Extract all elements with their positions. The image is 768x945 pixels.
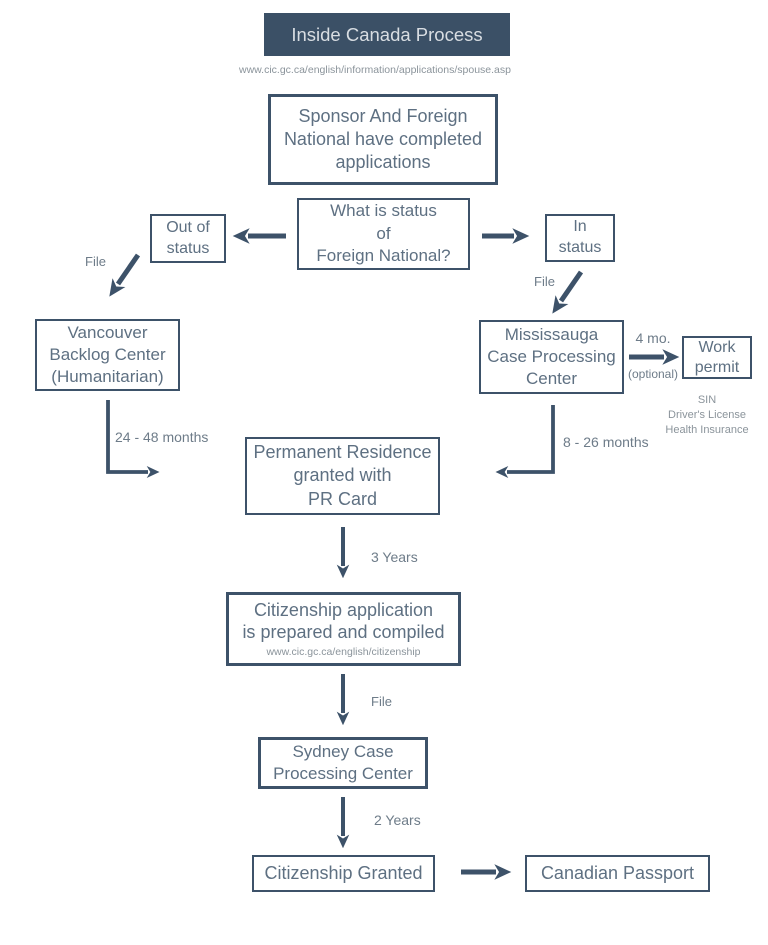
edge-label-file-left: File: [85, 254, 106, 269]
title-banner: Inside Canada Process: [264, 13, 510, 56]
edge-label-8-26-months: 8 - 26 months: [563, 434, 649, 450]
node-sponsor-line2: National have completed: [283, 128, 483, 149]
node-canadian-passport-label: Canadian Passport: [540, 863, 695, 883]
edge-label-file-right: File: [534, 274, 555, 289]
edge-label-four-months: 4 mo.: [635, 330, 671, 346]
arrow-file-to-mississauga: [552, 270, 584, 314]
node-citizenship-granted: Citizenship Granted: [252, 855, 435, 892]
node-in-status: In status: [545, 214, 615, 262]
node-sydney-case-processing-center: Sydney Case Processing Center: [258, 737, 428, 789]
node-work-permit-line1: Work: [698, 338, 736, 356]
node-canadian-passport: Canadian Passport: [525, 855, 710, 892]
node-mississauga-line3: Center: [525, 369, 578, 389]
node-work-permit-line2: permit: [694, 358, 740, 376]
arrow-file-to-vancouver: [109, 253, 141, 297]
node-permanent-residence: Permanent Residence granted with PR Card: [245, 437, 440, 515]
note-drivers-license: Driver's License: [668, 408, 746, 421]
node-status-question-line1: What is status: [330, 200, 437, 220]
node-citizenship-app-line2: is prepared and compiled: [242, 622, 445, 643]
edge-label-file-citizenship: File: [371, 694, 392, 709]
node-citizenship-granted-label: Citizenship Granted: [264, 863, 423, 883]
node-sponsor-applications: Sponsor And Foreign National have comple…: [268, 94, 498, 185]
node-sydney-line1: Sydney Case: [292, 741, 394, 761]
arrow-mississauga-to-permanent-residence: [495, 405, 555, 478]
node-vancouver-line3: (Humanitarian): [51, 367, 164, 387]
edge-label-two-years: 2 Years: [374, 812, 421, 828]
page-title: Inside Canada Process: [291, 23, 483, 45]
edge-label-24-48-months: 24 - 48 months: [115, 429, 209, 445]
node-mississauga-line1: Mississauga: [504, 324, 599, 344]
node-citizenship-application: Citizenship application is prepared and …: [226, 592, 461, 666]
citizenship-url: www.cic.gc.ca/english/citizenship: [266, 645, 421, 658]
node-out-of-status: Out of status: [150, 214, 226, 263]
work-permit-benefit-notes: SIN Driver's License Health Insurance: [650, 393, 764, 438]
node-status-question: What is status of Foreign National?: [297, 198, 470, 270]
node-mississauga-line2: Case Processing: [487, 346, 616, 366]
node-sydney-line2: Processing Center: [273, 764, 413, 783]
edge-label-three-years: 3 Years: [371, 549, 418, 565]
node-vancouver-line2: Backlog Center: [49, 344, 166, 364]
node-sponsor-line3: applications: [335, 152, 431, 173]
source-url: www.cic.gc.ca/english/information/applic…: [239, 64, 511, 76]
node-vancouver-line1: Vancouver: [67, 322, 148, 342]
node-in-status-line1: In: [573, 218, 587, 236]
note-sin: SIN: [697, 394, 717, 406]
node-status-question-line3: Foreign National?: [316, 246, 451, 266]
node-work-permit: Work permit: [682, 336, 752, 379]
node-mississauga-case-processing-center: Mississauga Case Processing Center: [479, 320, 624, 394]
node-citizenship-app-line1: Citizenship application: [253, 599, 434, 620]
note-health-insurance: Health Insurance: [665, 423, 749, 436]
node-pr-line2: granted with: [293, 465, 392, 486]
node-in-status-line2: status: [558, 239, 602, 256]
node-out-of-status-line2: status: [166, 239, 210, 257]
node-out-of-status-line1: Out of: [166, 218, 210, 236]
node-status-question-line2: of: [376, 223, 391, 243]
edge-label-optional: (optional): [627, 367, 679, 381]
node-sponsor-line1: Sponsor And Foreign: [298, 105, 468, 126]
node-pr-line1: Permanent Residence: [253, 441, 432, 462]
node-vancouver-backlog-center: Vancouver Backlog Center (Humanitarian): [35, 319, 180, 391]
node-pr-line3: PR Card: [307, 488, 378, 509]
